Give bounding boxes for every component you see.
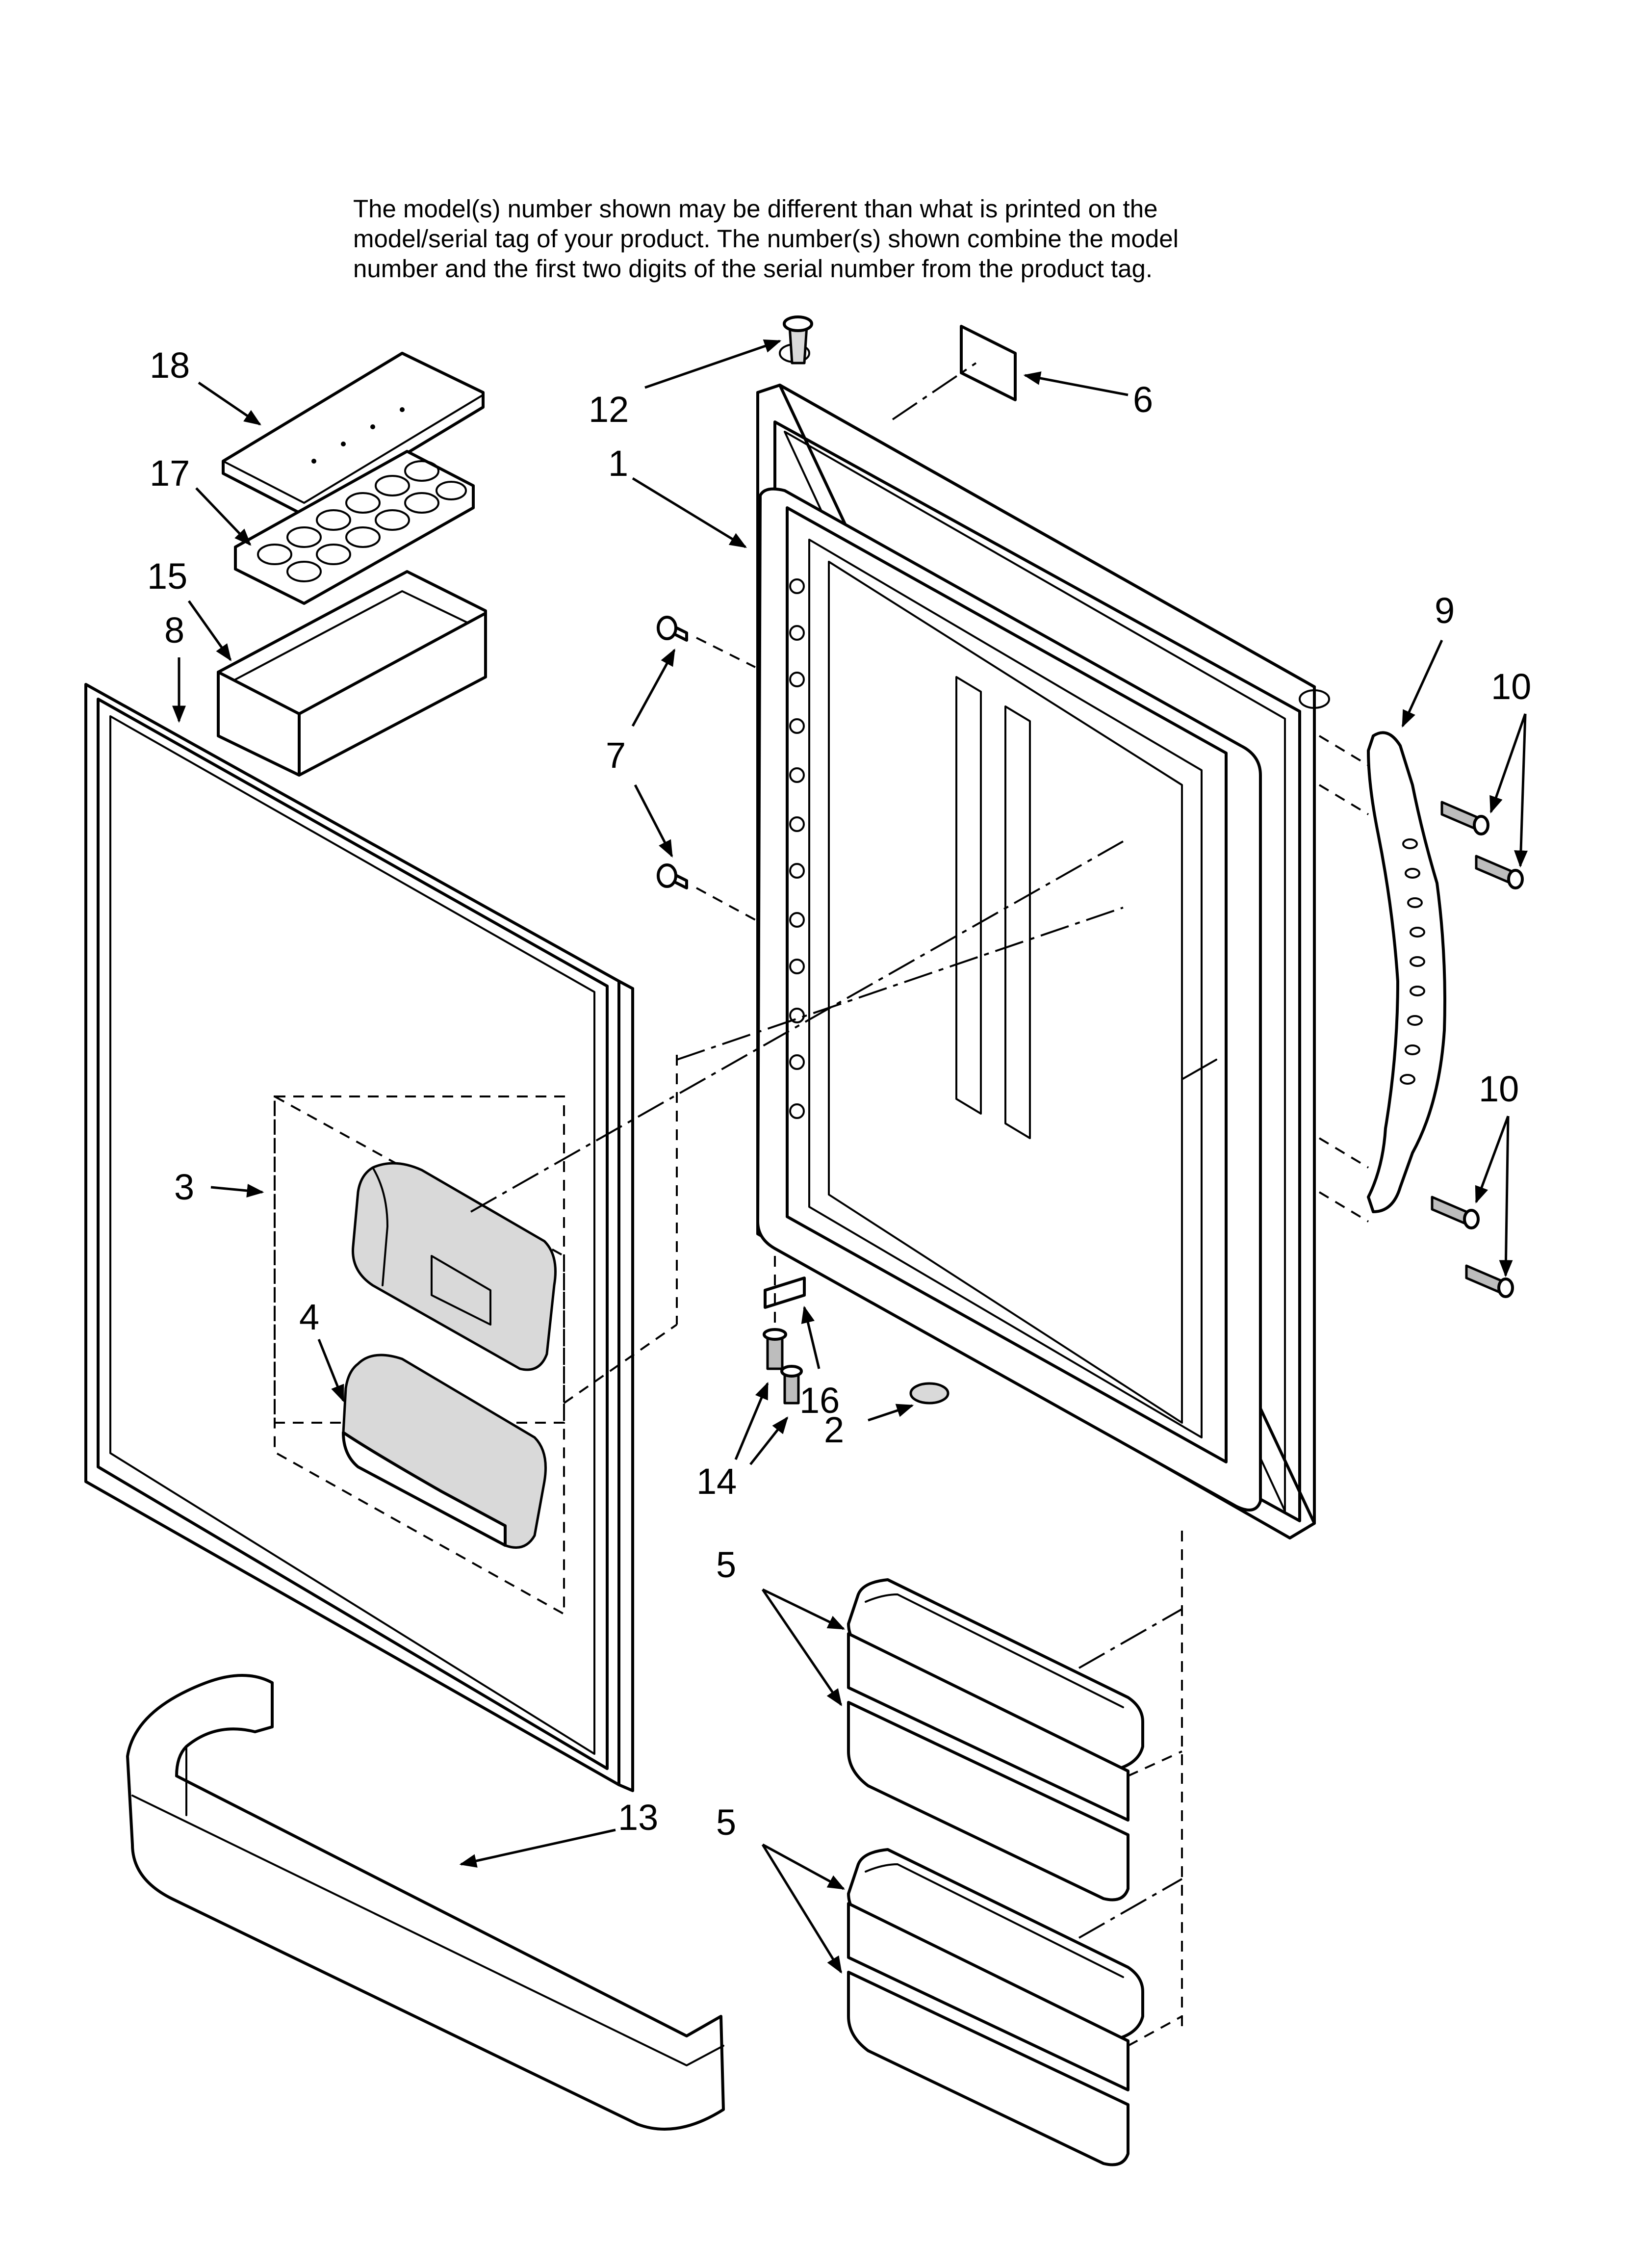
label-18: 18: [150, 345, 190, 386]
label-7: 7: [606, 735, 626, 776]
label-15: 15: [147, 556, 187, 597]
butter-bin-part: [217, 570, 487, 777]
label-3: 3: [174, 1167, 194, 1207]
bottom-shelf-part: [126, 1674, 725, 2131]
door-bins-part: [847, 1531, 1183, 2166]
notice-line-2: model/serial tag of your product. The nu…: [353, 225, 1179, 253]
egg-tray-part: [234, 450, 475, 605]
door-handle-part: [1318, 731, 1446, 1223]
notice-line-3: number and the first two digits of the s…: [353, 255, 1153, 283]
label-8: 8: [164, 610, 184, 651]
assembly-lines: [470, 840, 1124, 1404]
label-13: 13: [618, 1797, 658, 1838]
label-2: 2: [824, 1409, 844, 1450]
label-10-top: 10: [1491, 666, 1531, 707]
dairy-bin-part: [342, 1354, 547, 1549]
label-10-bottom: 10: [1479, 1069, 1519, 1109]
label-12: 12: [589, 389, 629, 430]
label-6: 6: [1133, 379, 1153, 420]
label-16: 16: [799, 1380, 840, 1421]
hinge-screws-part: [657, 616, 756, 921]
label-4: 4: [299, 1297, 319, 1337]
label-17: 17: [150, 453, 190, 494]
handle-screws-part: [1431, 801, 1524, 1298]
label-5-top: 5: [716, 1544, 736, 1585]
callout-arrows: [172, 339, 1528, 1974]
label-5-bottom: 5: [716, 1802, 736, 1843]
dispenser-group-skew: [274, 1095, 565, 1616]
notice-line-1: The model(s) number shown may be differe…: [353, 195, 1158, 223]
part-labels: 18 17 15 8 12 1 6 7 9 10 10 3 4 16 2 14 …: [147, 345, 1531, 1843]
egg-tray-cover-part: [222, 352, 485, 517]
hinge-bushing-part: [783, 315, 813, 365]
door-gasket-part: [756, 487, 1262, 1512]
label-9: 9: [1435, 590, 1455, 631]
model-number-notice: The model(s) number shown may be differe…: [353, 194, 1383, 284]
label-14: 14: [696, 1461, 737, 1502]
label-part: [960, 325, 1017, 401]
dairy-door-part: [352, 1162, 557, 1371]
bottom-hinge-hardware: [763, 1256, 949, 1405]
label-1: 1: [608, 443, 628, 484]
